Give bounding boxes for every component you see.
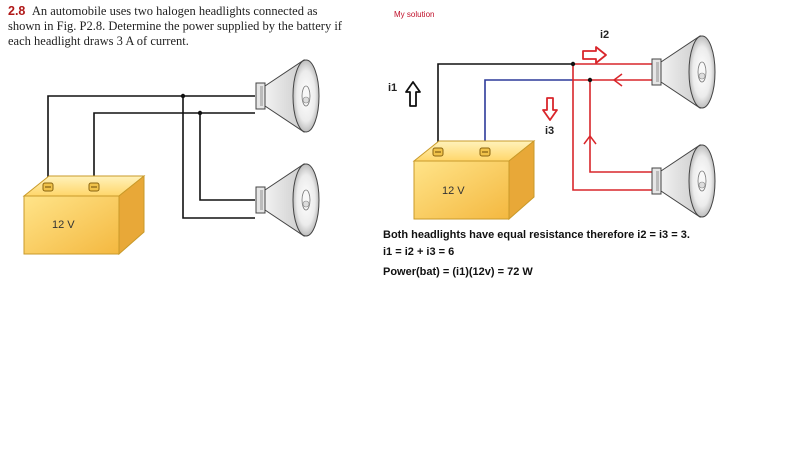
solution-line-1: Both headlights have equal resistance th… (383, 229, 690, 241)
right-battery-terminal-neg (479, 147, 491, 157)
solution-line-2: i1 = i2 + i3 = 6 (383, 246, 455, 258)
left-battery-terminal-neg (88, 182, 100, 192)
problem-number: 2.8 (8, 4, 26, 18)
right-battery-label: 12 V (442, 185, 465, 197)
my-solution-heading: My solution (394, 10, 435, 19)
right-circuit: 12 V i1 i2 i3 (388, 29, 716, 220)
problem-text: An automobile uses two halogen headlight… (8, 4, 342, 48)
left-wire-neg (93, 112, 255, 185)
left-junction-top (180, 93, 186, 99)
left-wire-branch-neg (199, 113, 255, 201)
right-junction-bottom (587, 77, 593, 83)
right-wire-red-branch-neg (589, 80, 652, 173)
right-wire-red-branch-pos (572, 64, 652, 191)
right-battery-terminal-pos (432, 147, 444, 157)
return-arrow-top-icon (612, 73, 623, 87)
i1-label: i1 (388, 82, 397, 94)
left-junction-bottom (197, 110, 203, 116)
right-battery (413, 140, 535, 220)
left-wire-branch-pos (182, 96, 255, 219)
right-wire-pos (437, 63, 573, 150)
left-battery-terminal-pos (42, 182, 54, 192)
right-headlight-top (651, 35, 716, 109)
right-wire-neg (484, 79, 573, 150)
left-circuit: 12 V (23, 59, 320, 255)
i3-arrow-icon (542, 97, 558, 121)
i1-arrow-icon (405, 81, 421, 107)
i2-arrow-icon (582, 46, 607, 64)
left-battery-label: 12 V (52, 219, 75, 231)
left-wire-pos (47, 95, 255, 185)
left-battery (23, 175, 145, 255)
left-headlight-top (255, 59, 320, 133)
return-arrow-branch-icon (583, 134, 597, 145)
i2-label: i2 (600, 29, 609, 41)
left-headlight-bottom (255, 163, 320, 237)
problem-statement: 2.8 An automobile uses two halogen headl… (8, 4, 353, 49)
right-headlight-bottom (651, 144, 716, 218)
right-junction-top (570, 61, 576, 67)
i3-label: i3 (545, 125, 554, 137)
solution-line-3: Power(bat) = (i1)(12v) = 72 W (383, 266, 533, 278)
